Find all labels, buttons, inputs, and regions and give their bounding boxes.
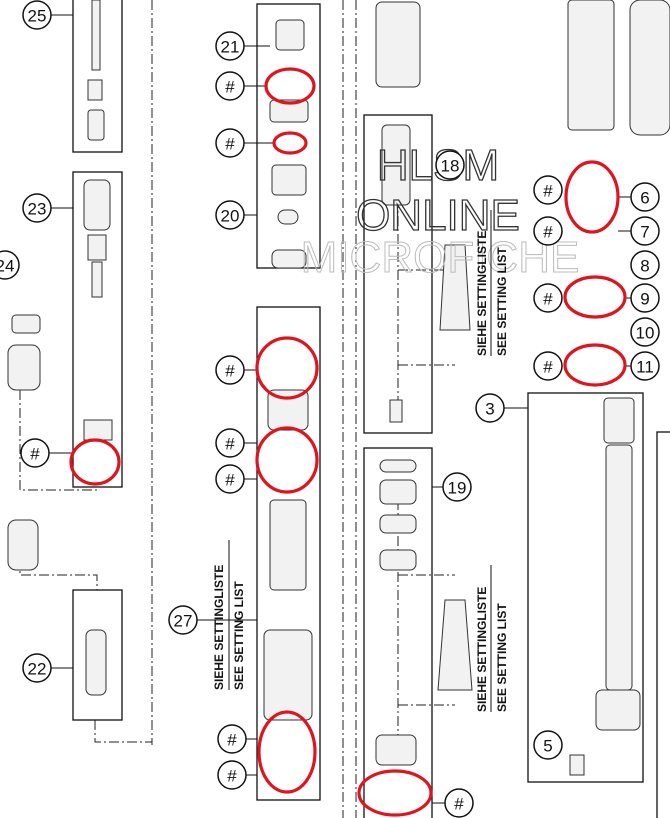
- callout-7: 7: [630, 216, 660, 246]
- callout-19: 19: [442, 472, 472, 502]
- group-box-23: [72, 171, 123, 488]
- callout-label: 19: [448, 479, 467, 498]
- group-box-3: [527, 392, 644, 783]
- setting-note-en: SEE SETTING LIST: [495, 603, 509, 712]
- callout-unnumbered: #: [215, 428, 245, 458]
- callout-label: 21: [221, 38, 240, 57]
- callout-label: #: [227, 767, 237, 786]
- callout-label: 22: [28, 660, 47, 679]
- highlight-ellipse: [255, 426, 319, 494]
- callout-label: 25: [28, 7, 47, 26]
- callout-unnumbered: #: [533, 175, 563, 205]
- callout-25: 25: [22, 0, 52, 30]
- callout-unnumbered: #: [444, 788, 474, 818]
- callout-unnumbered: #: [215, 355, 245, 385]
- callout-label: 8: [640, 257, 649, 276]
- watermark: MICROFICHE ONLINE HLSM: [300, 140, 580, 282]
- callout-unnumbered: #: [215, 128, 245, 158]
- callout-unnumbered: #: [217, 760, 247, 790]
- highlight-ellipse: [563, 275, 627, 319]
- callout-8: 8: [630, 250, 660, 280]
- callout-label: 6: [640, 189, 649, 208]
- callout-20: 20: [215, 200, 245, 230]
- setting-note: SIEHE SETTINGLISTE SEE SETTING LIST: [212, 540, 246, 690]
- callout-18: 18: [435, 150, 465, 180]
- callout-label: 11: [636, 358, 654, 377]
- callout-label: 23: [28, 200, 47, 219]
- group-box-22: [72, 589, 123, 721]
- callout-unnumbered: #: [533, 216, 563, 246]
- callout-label: #: [543, 223, 553, 242]
- group-box-right: [656, 431, 670, 818]
- callout-27: 27: [168, 605, 198, 635]
- callout-label: 24: [0, 257, 14, 276]
- callout-unnumbered: #: [533, 283, 563, 313]
- callout-label: #: [543, 182, 553, 201]
- callout-label: #: [543, 358, 553, 377]
- callout-label: 9: [640, 290, 649, 309]
- leader-line: [19, 540, 98, 590]
- highlight-ellipse: [264, 67, 316, 105]
- highlight-ellipse: [564, 160, 620, 234]
- setting-note: SIEHE SETTINGLISTE SEE SETTING LIST: [475, 210, 509, 356]
- callout-label: 5: [543, 737, 552, 756]
- group-box-18: [363, 114, 433, 434]
- callout-11: 11: [630, 351, 660, 381]
- callout-21: 21: [215, 31, 245, 61]
- setting-note-de: SIEHE SETTINGLISTE: [475, 231, 489, 356]
- callout-label: #: [225, 135, 235, 154]
- callout-label: #: [543, 290, 553, 309]
- callout-label: #: [225, 78, 235, 97]
- callout-23: 23: [22, 193, 52, 223]
- callout-label: 27: [174, 612, 193, 631]
- callout-label: #: [30, 445, 40, 464]
- callout-label: 10: [636, 324, 655, 343]
- callout-unnumbered: #: [215, 71, 245, 101]
- callout-unnumbered: #: [217, 724, 247, 754]
- setting-note-de: SIEHE SETTINGLISTE: [212, 565, 226, 690]
- callout-label: #: [225, 471, 235, 490]
- highlight-ellipse: [69, 438, 121, 486]
- callout-label: #: [225, 362, 235, 381]
- callout-3: 3: [475, 393, 505, 423]
- callout-label: 20: [221, 207, 240, 226]
- watermark-line-2: ONLINE: [356, 191, 520, 240]
- group-box-19: [363, 447, 433, 818]
- callout-unnumbered: #: [215, 464, 245, 494]
- setting-note-en: SEE SETTING LIST: [232, 581, 246, 690]
- group-box-25: [72, 0, 123, 153]
- callout-label: 7: [640, 223, 649, 242]
- highlight-ellipse: [272, 131, 308, 155]
- watermark-line-3: MICROFICHE: [301, 233, 580, 282]
- callout-24: 24: [0, 250, 20, 280]
- parts-drawings: [7, 0, 670, 776]
- leader-line: [94, 720, 152, 743]
- callout-22: 22: [22, 653, 52, 683]
- callout-unnumbered: #: [20, 438, 50, 468]
- setting-note-en: SEE SETTING LIST: [495, 247, 509, 356]
- highlight-ellipse: [257, 710, 317, 794]
- highlight-ellipse: [563, 343, 627, 387]
- callout-label: 18: [441, 157, 460, 176]
- callout-label: #: [454, 795, 464, 814]
- callout-10: 10: [630, 317, 660, 347]
- group-box-27: [256, 306, 321, 801]
- setting-note: SIEHE SETTINGLISTE SEE SETTING LIST: [475, 565, 509, 712]
- callout-label: #: [225, 435, 235, 454]
- setting-note-de: SIEHE SETTINGLISTE: [475, 587, 489, 712]
- leader-line: [19, 390, 97, 491]
- callout-label: #: [227, 731, 237, 750]
- callout-unnumbered: #: [533, 351, 563, 381]
- highlight-ellipse: [357, 769, 433, 817]
- callout-9: 9: [630, 283, 660, 313]
- callout-label: 3: [485, 400, 494, 419]
- highlight-ellipse: [255, 336, 319, 400]
- callout-5: 5: [533, 730, 563, 760]
- callout-6: 6: [630, 182, 660, 212]
